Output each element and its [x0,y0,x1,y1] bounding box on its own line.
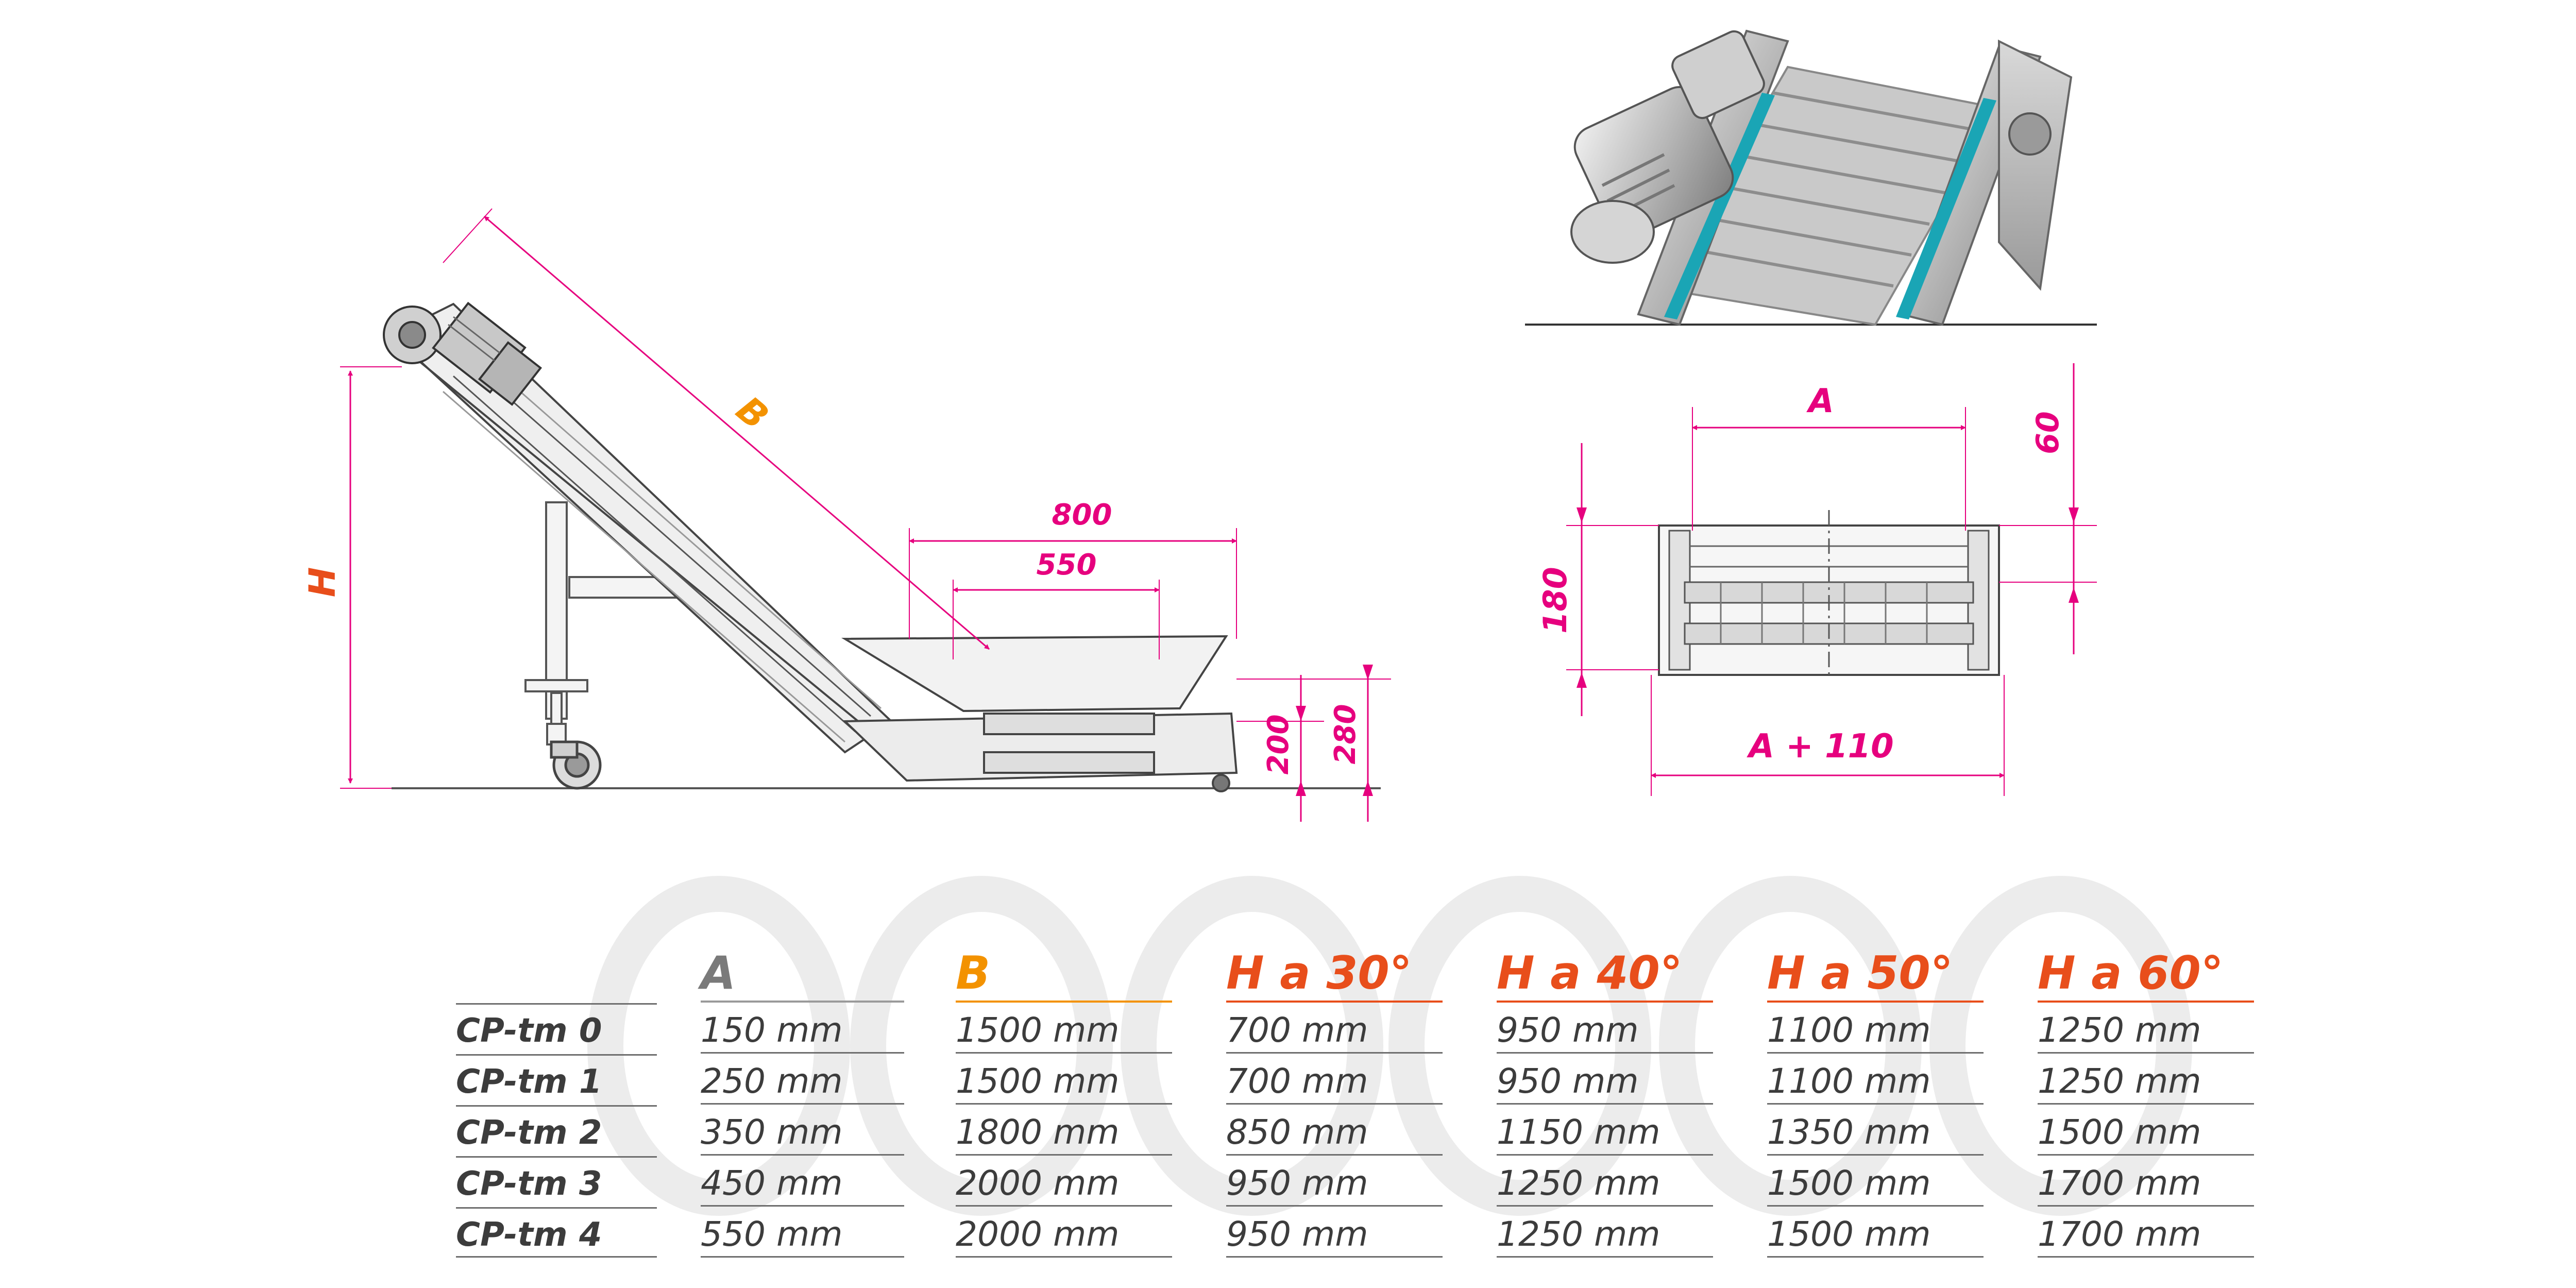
label-550: 550 [1037,548,1097,582]
label-a-plus-110: A + 110 [1746,727,1893,766]
label-b: B [728,388,777,438]
decorative-rings [587,876,2192,1216]
section-view-drawing: A A + 110 180 60 [1536,363,2097,796]
hopper-section [841,635,1238,792]
label-h: H [301,567,344,598]
label-200: 200 [1262,715,1295,775]
label-180: 180 [1536,567,1574,633]
wheel-icon [550,740,602,790]
label-a: A [1806,382,1834,420]
label-800: 800 [1052,498,1112,532]
conveyor-photo-icon [1525,29,2097,326]
side-view-drawing: H B 800 550 200 280 [301,208,1391,822]
dimension-line-b [484,215,990,650]
label-280: 280 [1329,704,1362,765]
label-60: 60 [2030,411,2066,454]
